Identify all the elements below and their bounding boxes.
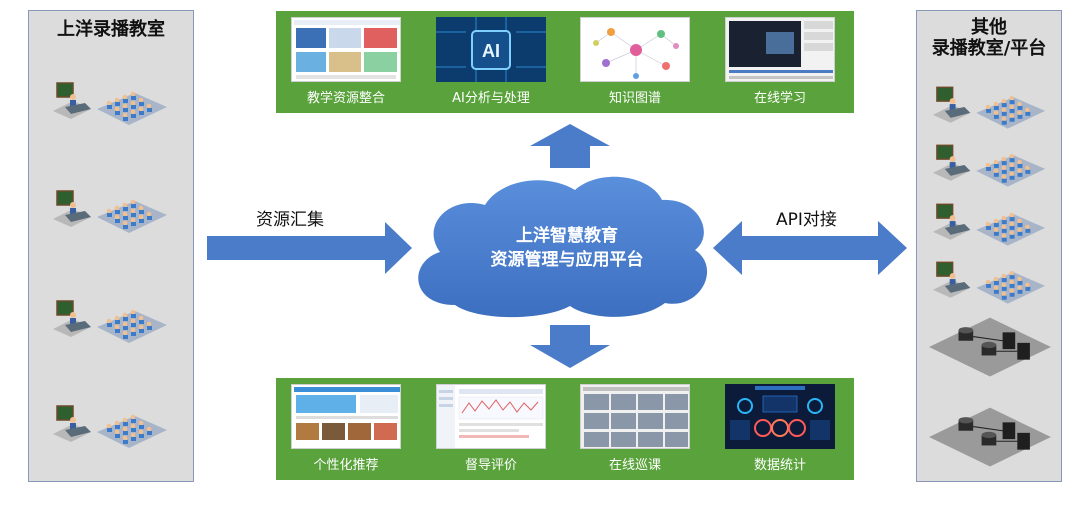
left-panel-title: 上洋录播教室 <box>57 19 165 40</box>
platform-title-line2: 资源管理与应用平台 <box>490 250 644 270</box>
resource-collection-arrow <box>207 222 412 274</box>
bottom-item-label: 数据统计 <box>753 458 806 473</box>
dashboard-thumbnail <box>725 384 835 449</box>
api-docking-label: API对接 <box>776 210 837 230</box>
camera-grid-thumbnail <box>580 384 690 449</box>
top-item-label: 在线学习 <box>753 91 806 106</box>
right-panel-title-line1: 其他 <box>971 17 1007 38</box>
top-feature-strip: AI 教学资源整合 AI分析与处理 知识图谱 在线学习 <box>276 11 854 113</box>
right-panel-title-line2: 录播教室/平台 <box>931 38 1047 59</box>
resource-collection-label: 资源汇集 <box>256 210 324 230</box>
bottom-item-label: 督导评价 <box>464 458 517 473</box>
ai-chip-thumbnail: AI <box>436 17 546 82</box>
down-arrow <box>530 325 610 368</box>
top-item-label: 教学资源整合 <box>306 91 385 106</box>
right-panel: 其他 录播教室/平台 <box>916 10 1062 482</box>
top-item-label: 知识图谱 <box>608 91 661 106</box>
platform-title-line1: 上洋智慧教育 <box>516 226 618 246</box>
recommendation-thumbnail <box>291 384 401 449</box>
knowledge-graph-thumbnail <box>580 17 690 82</box>
api-docking-arrow <box>713 221 907 275</box>
left-panel: 上洋录播教室 <box>28 10 194 482</box>
bottom-item-label: 个性化推荐 <box>313 458 379 473</box>
svg-text:AI: AI <box>482 41 500 61</box>
online-video-thumbnail <box>725 17 835 82</box>
bottom-feature-strip: 个性化推荐 督导评价 在线巡课 数据统计 <box>276 378 854 480</box>
evaluation-chart-thumbnail <box>436 384 546 449</box>
top-item-label: AI分析与处理 <box>452 91 530 106</box>
resource-grid-thumbnail <box>291 17 401 82</box>
platform-cloud <box>418 176 708 318</box>
bottom-item-label: 在线巡课 <box>608 458 661 473</box>
up-arrow <box>530 124 610 168</box>
